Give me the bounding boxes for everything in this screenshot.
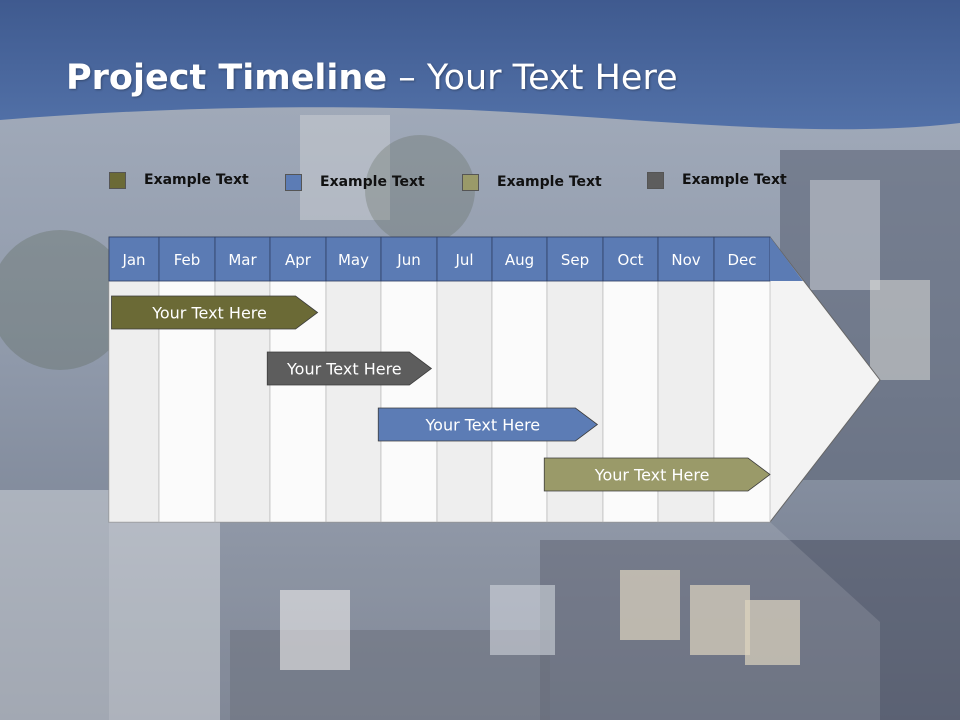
month-header-cell	[657, 236, 715, 282]
legend-label: Example Text	[682, 172, 787, 188]
task-label: Your Text Here	[151, 304, 267, 323]
month-label: Jan	[121, 251, 145, 269]
month-label: Apr	[285, 251, 312, 269]
legend-label: Example Text	[320, 174, 425, 190]
month-label: Oct	[618, 251, 644, 269]
month-column	[436, 280, 493, 523]
month-column	[325, 280, 382, 523]
timeline-reflection	[109, 522, 880, 720]
month-label: Mar	[228, 251, 257, 269]
month-label: Aug	[505, 251, 534, 269]
task-label: Your Text Here	[286, 360, 402, 379]
month-header-cell	[713, 236, 771, 282]
task-label: Your Text Here	[594, 466, 710, 485]
title-rest: – Your Text Here	[387, 58, 678, 98]
month-header-cell	[380, 236, 438, 282]
legend-item-1: Example Text	[109, 169, 249, 191]
legend-item-4: Example Text	[647, 169, 787, 191]
month-label: Jun	[396, 251, 420, 269]
month-column	[491, 280, 548, 523]
month-label: May	[338, 251, 369, 269]
header-arrow-tip	[770, 237, 803, 281]
legend-swatch	[462, 173, 479, 191]
month-label: Nov	[671, 251, 700, 269]
month-label: Sep	[561, 251, 589, 269]
legend-label: Example Text	[144, 172, 249, 188]
task-bar	[266, 351, 433, 386]
month-column	[380, 280, 438, 523]
legend-swatch	[285, 173, 302, 191]
task-bar	[543, 457, 771, 492]
task-bar	[377, 407, 599, 442]
slide-title: Project Timeline – Your Text Here	[66, 58, 678, 98]
month-label: Feb	[174, 251, 201, 269]
legend-swatch	[647, 171, 664, 189]
legend-item-2: Example Text	[285, 171, 425, 193]
legend-label: Example Text	[497, 174, 602, 190]
month-header-cell	[436, 236, 493, 282]
month-header-cell	[546, 236, 604, 282]
title-bold: Project Timeline	[66, 58, 388, 98]
month-label: Jul	[454, 251, 473, 269]
month-header-cell	[158, 236, 216, 282]
month-header-cell	[491, 236, 548, 282]
month-label: Dec	[727, 251, 756, 269]
legend-swatch	[109, 171, 126, 189]
task-label: Your Text Here	[425, 416, 541, 435]
task-bar	[111, 295, 319, 330]
month-header-cell	[214, 236, 271, 282]
legend-item-3: Example Text	[462, 171, 602, 193]
